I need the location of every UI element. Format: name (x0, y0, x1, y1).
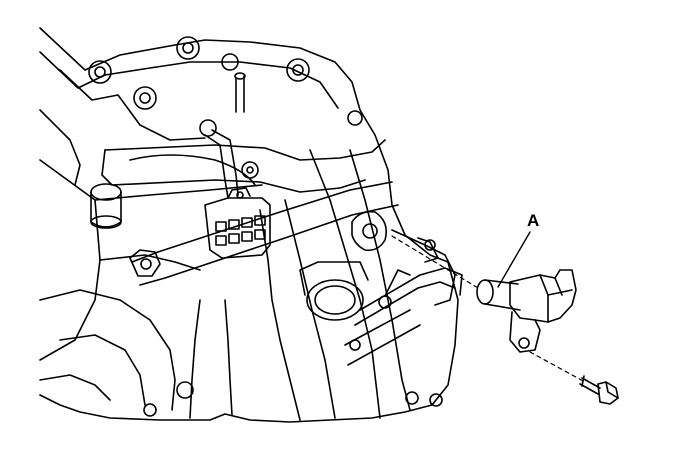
alignment-guide (391, 235, 586, 383)
shaft-nut (129, 249, 161, 277)
transmission-housing (39, 27, 463, 423)
vent-tube (234, 72, 246, 113)
bolt-boss-row (88, 36, 310, 137)
callout-label-a: A (527, 211, 539, 230)
range-switch-connector (204, 187, 271, 259)
sensor-bore (351, 210, 388, 252)
fill-plug (90, 183, 122, 229)
speed-sensor (476, 231, 577, 353)
mounting-bolt (579, 375, 619, 405)
shift-lever (204, 129, 259, 199)
